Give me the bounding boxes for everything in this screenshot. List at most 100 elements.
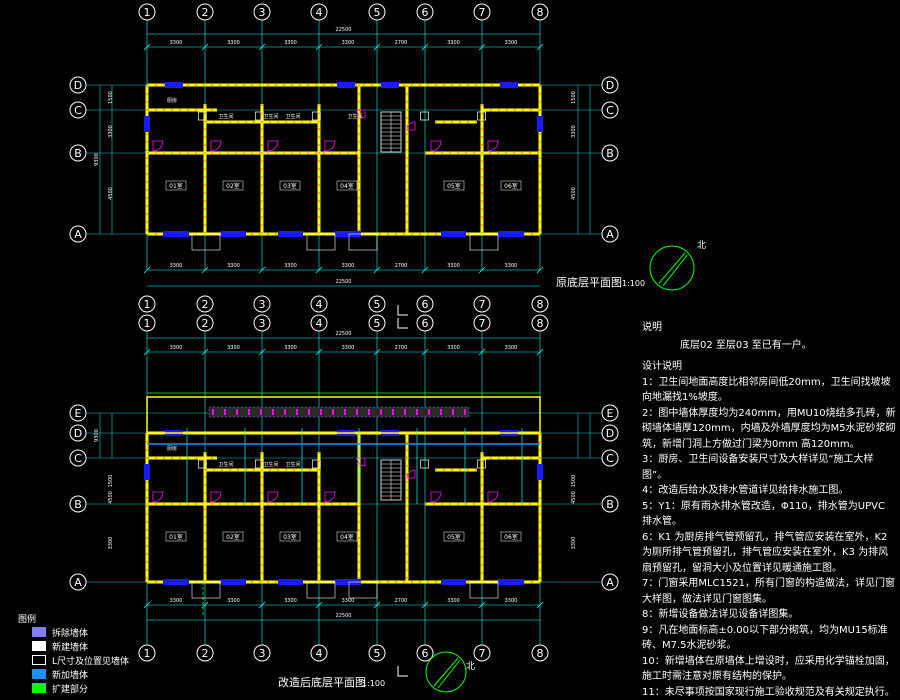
axis-bubble-top-label: 7 — [479, 6, 486, 19]
section-mark — [397, 666, 408, 677]
room-tag — [165, 531, 187, 542]
room-tag — [279, 180, 301, 191]
dim-tick — [201, 43, 209, 51]
door-swing — [210, 491, 222, 503]
dim-text: 3300 — [227, 598, 240, 604]
dim-tick — [536, 348, 544, 356]
axis-bubble-top-label: 1 — [144, 6, 151, 19]
room-label: 04室 — [340, 182, 354, 190]
axis-bubble-mid2-label: 3 — [259, 317, 266, 330]
door-swing — [430, 491, 442, 503]
dim-tick — [478, 266, 486, 274]
fixture — [311, 459, 321, 469]
fixture — [254, 111, 264, 121]
dim-text: 2700 — [395, 263, 408, 269]
axis-bubble-mid-circle — [473, 295, 491, 313]
axis-bubble-mid-circle — [138, 295, 156, 313]
note-item: 5：Y1：原有雨水排水管改造，Φ110，排水管为UPVC 排水管。 — [642, 500, 885, 528]
note-item: 9：凡在地面标高±0.00以下部分砌筑，均为MU15标准砖、M7.5水泥砂浆。 — [642, 624, 888, 652]
door-swing — [210, 140, 222, 152]
window — [335, 579, 361, 585]
north-line — [658, 252, 686, 284]
legend-label: 新加墙体 — [52, 670, 89, 681]
window — [163, 231, 189, 237]
axis-bubble-mid-circle — [531, 295, 549, 313]
legend-item: 新加墙体 — [18, 667, 129, 681]
legend-label: L尺寸及位置见墙体 — [52, 656, 130, 667]
row-bubble-right-label: A — [606, 228, 614, 241]
row-bubble-left-label: D — [74, 427, 82, 440]
axis-bubble-top-label: 5 — [374, 6, 381, 19]
room-tag — [222, 531, 244, 542]
vdim-text: 4500 — [571, 187, 577, 200]
notes-header: 底层02 至层03 至已有一户。 — [680, 339, 812, 351]
window — [278, 231, 303, 237]
space-label: 卫生间 — [263, 461, 278, 468]
door-swing — [487, 491, 499, 503]
vdim-text: 1500 — [108, 91, 114, 104]
dim-tick — [315, 266, 323, 274]
axis-bubble-bottom-label: 7 — [479, 647, 486, 660]
space-label: 卫生间 — [347, 113, 362, 120]
dim-tick — [201, 266, 209, 274]
north-label-top: 北 — [697, 241, 707, 251]
fixture — [420, 111, 429, 121]
door-swing — [356, 109, 366, 119]
dim-text: 3300 — [284, 598, 297, 604]
window — [278, 579, 303, 585]
axis-bubble-mid-circle — [310, 295, 328, 313]
window — [441, 579, 466, 585]
axis-bubble-mid-circle — [416, 295, 434, 313]
dim-tick — [143, 43, 151, 51]
vdim-text: 4500 — [571, 491, 577, 504]
row-bubble-left-label: E — [75, 407, 82, 420]
dim-tick — [373, 601, 381, 609]
note-item: 6：K1 为厨房排气管预留孔，排气管应安装在室外，K2 为厕所排气管预留孔，排气… — [642, 531, 889, 574]
north-label-bottom: 北 — [466, 662, 476, 672]
space-label: 厨房 — [167, 445, 177, 452]
north-circle — [649, 245, 695, 291]
dim-text: 3300 — [447, 598, 460, 604]
note-item: 10：新增墙体在原墙体上增设时，应采用化学锚栓加固，施工时需注意对原有结构的保护… — [642, 655, 895, 683]
legend-label: 扩建部分 — [52, 684, 89, 695]
balcony — [191, 581, 221, 599]
dim-text: 3300 — [170, 40, 183, 46]
space-label: 卫生间 — [285, 461, 300, 468]
room-label: 01室 — [169, 182, 183, 190]
row-bubble-right-label: A — [606, 576, 614, 589]
dim-tick — [421, 266, 429, 274]
window — [537, 116, 543, 132]
bottom-plan-scale: 1:100 — [362, 679, 386, 688]
room-label: 05室 — [447, 533, 461, 541]
dim-text: 3300 — [342, 263, 355, 269]
dim-tick — [258, 601, 266, 609]
dim-tick — [478, 348, 486, 356]
dim-tick — [421, 43, 429, 51]
dim-tick — [258, 266, 266, 274]
room-tag — [443, 180, 465, 191]
vdim-total: 9300 — [94, 429, 100, 442]
note-item: 1：卫生间地面高度比相邻房间低20mm，卫生间找坡坡向地漏找1%坡度。 — [642, 376, 891, 404]
room-tag — [222, 180, 244, 191]
axis-bubble-bottom-label: 4 — [316, 647, 323, 660]
fixture — [254, 459, 264, 469]
legend-item: 拆除墙体 — [18, 625, 129, 639]
dim-text: 3300 — [447, 40, 460, 46]
room-tag — [165, 180, 187, 191]
dim-text: 2700 — [395, 40, 408, 46]
door-swing — [487, 140, 499, 152]
legend-item: 扩建部分 — [18, 681, 129, 695]
dim-text: 2700 — [395, 598, 408, 604]
dim-text: 3300 — [170, 345, 183, 351]
window — [441, 231, 466, 237]
axis-bubble-top-label: 3 — [259, 6, 266, 19]
axis-bubble-mid-label: 6 — [422, 298, 429, 311]
room-label: 02室 — [226, 533, 240, 541]
dim-text: 3300 — [227, 345, 240, 351]
legend-item: 新建墙体 — [18, 639, 129, 653]
legend-item: L尺寸及位置见墙体 — [18, 653, 129, 667]
axis-bubble-mid2-label: 4 — [316, 317, 323, 330]
axis-bubble-bottom-label: 2 — [202, 647, 209, 660]
